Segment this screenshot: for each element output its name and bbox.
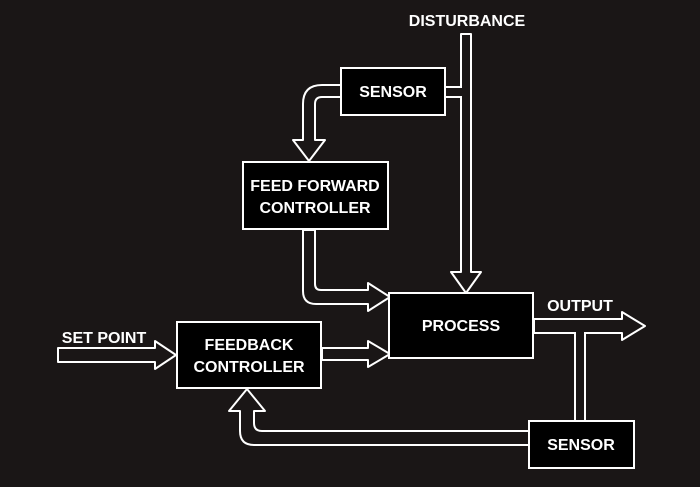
feedback-controller-block: FEEDBACK CONTROLLER [176,321,322,389]
feedback-label-line2: CONTROLLER [193,359,305,376]
sensor-bottom-label: SENSOR [547,437,615,454]
feed-forward-controller-block: FEED FORWARD CONTROLLER [242,161,389,230]
sensor-top-block: SENSOR [340,67,446,116]
feedback-to-process-arrow [321,340,391,368]
disturbance-to-sensor-pipe [444,86,463,98]
disturbance-arrow [450,33,482,294]
feed-forward-label-line2: CONTROLLER [259,200,371,217]
feedforward-to-process-arrow [302,229,391,312]
disturbance-label: DISTURBANCE [409,13,526,30]
sensor-bottom-block: SENSOR [528,420,635,469]
output-arrow [533,311,646,341]
process-label: PROCESS [422,318,501,335]
output-label: OUTPUT [547,298,613,315]
output-to-sensor-pipe [574,331,586,422]
sensor-to-feedforward-arrow [292,84,342,162]
feedback-label-line1: FEEDBACK [205,337,294,354]
process-block: PROCESS [388,292,534,359]
sensor-top-label: SENSOR [359,84,427,101]
set-point-label: SET POINT [62,330,147,347]
feed-forward-label-line1: FEED FORWARD [250,178,379,195]
sensor-to-feedback-arrow [228,388,530,446]
setpoint-arrow [57,340,177,370]
